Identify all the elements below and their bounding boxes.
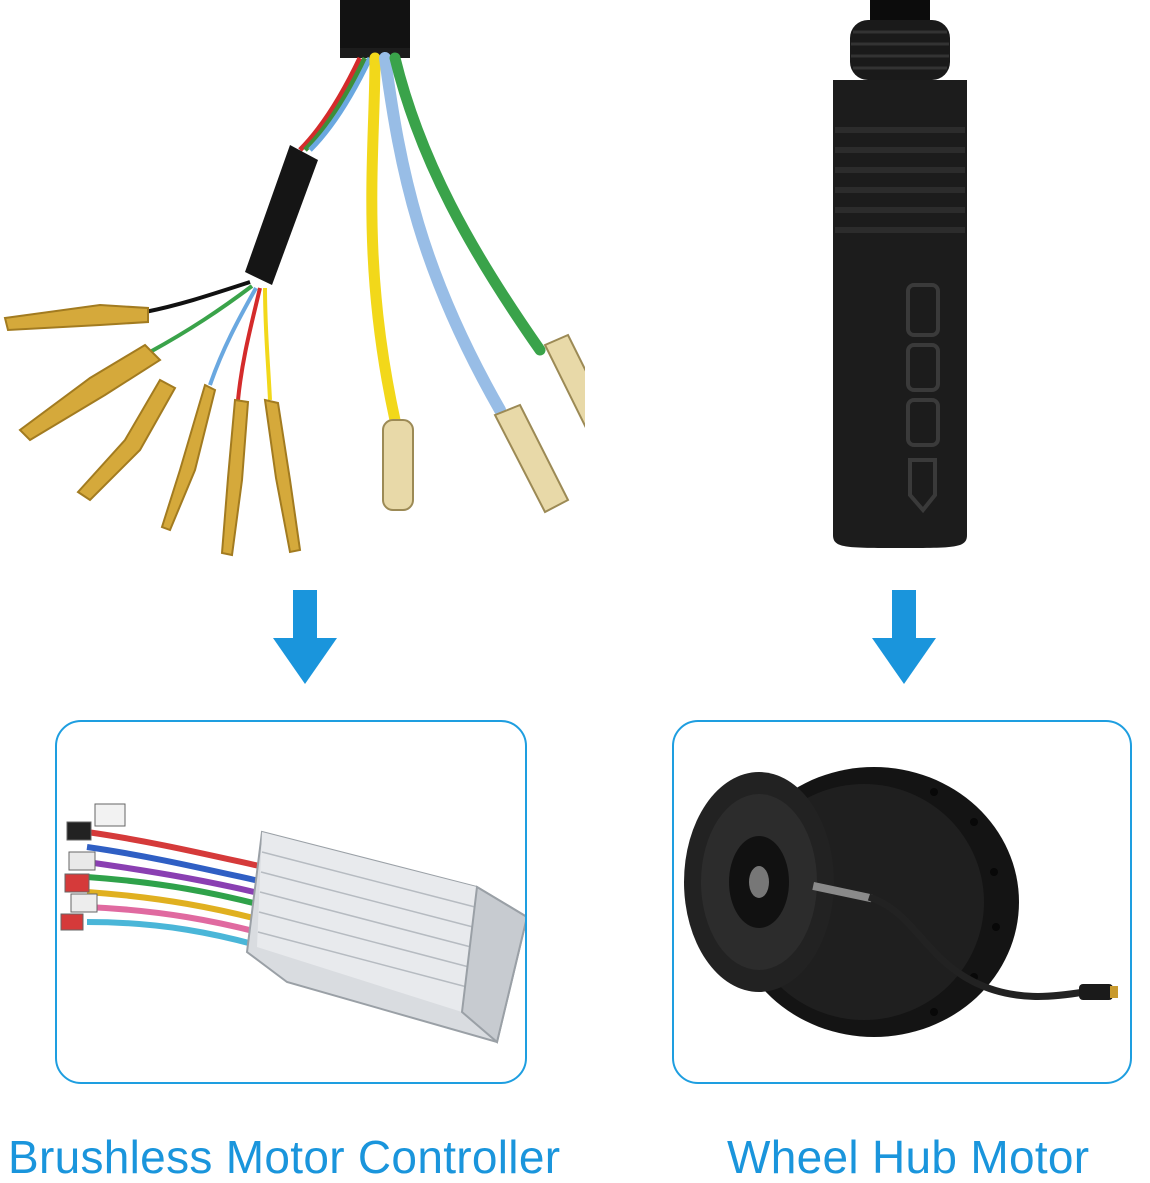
left-panel: Brushless Motor Controller [3,0,585,1183]
hub-motor-frame [672,720,1132,1084]
wheel-hub-motor-image [684,767,1118,1037]
hub-motor-caption: Wheel Hub Motor [727,1131,1090,1183]
controller-frame [55,720,527,1084]
controller-caption: Brushless Motor Controller [8,1131,561,1183]
arrow-down-icon [273,590,337,684]
motor-wire-terminals-image [3,0,585,557]
right-panel: Wheel Hub Motor [585,0,1150,1183]
brushless-motor-controller-image [60,803,525,1044]
arrow-down-icon [872,590,936,684]
waterproof-cable-connector-image [833,0,967,548]
